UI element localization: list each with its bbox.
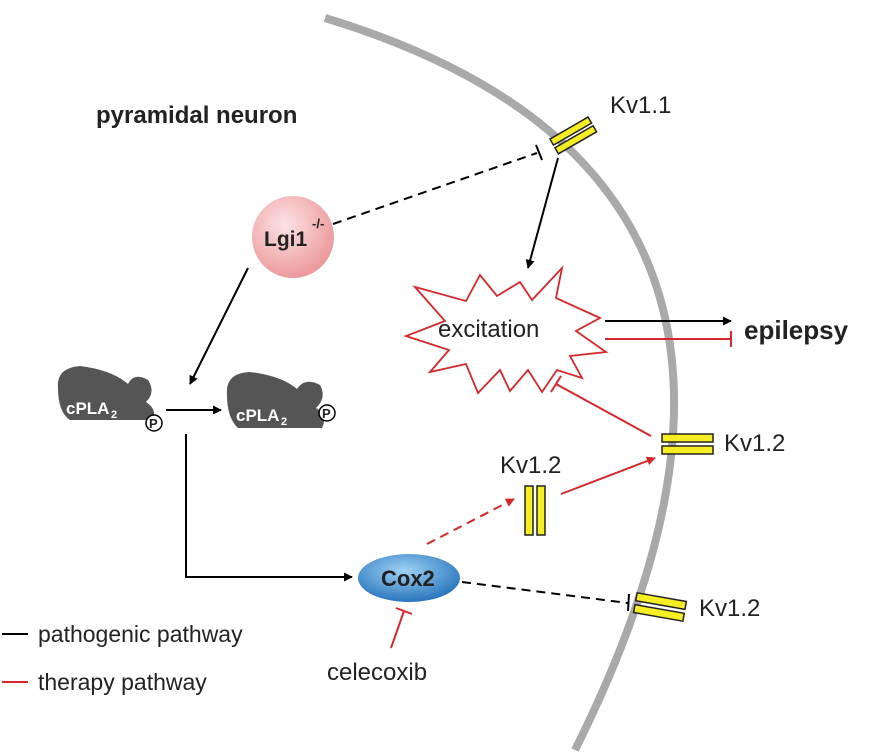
celecoxib-inhibit-cox2 <box>390 610 405 649</box>
legend-pathogenic-label: pathogenic pathway <box>38 621 243 647</box>
kv12-bottom-inhibit-bar <box>627 593 630 612</box>
lgi1-kv11-dashed-link <box>332 152 538 225</box>
celecoxib-label: celecoxib <box>327 659 427 686</box>
lgi1-node <box>252 196 334 278</box>
cpla2-left-subscript: 2 <box>111 409 117 421</box>
kv12-trafficking-arrow <box>560 456 656 495</box>
epilepsy-label: epilepsy <box>744 315 849 345</box>
lgi1-to-cpla2-arrow <box>189 267 249 385</box>
cpla2-right-phospho: P <box>322 406 331 421</box>
kv11-label: Kv1.1 <box>610 92 671 119</box>
cox2-kv12-dashed-link <box>461 581 629 604</box>
kv11-to-excitation-arrow <box>525 157 559 269</box>
cell-title: pyramidal neuron <box>96 102 297 129</box>
cpla2-left-label: cPLA <box>66 399 109 418</box>
kv12-mid-label: Kv1.2 <box>724 430 785 457</box>
cox2-label: Cox2 <box>381 566 435 591</box>
kv12-mid-channel <box>661 433 714 455</box>
cpla2-to-cox2-arrow <box>185 434 353 582</box>
kv12-bottom-channel <box>632 591 688 623</box>
kv11-channel <box>548 116 598 155</box>
lgi1-label: Lgi1 <box>264 228 307 251</box>
cpla2-right-subscript: 2 <box>281 416 287 428</box>
kv12-top-channel <box>524 485 546 536</box>
kv12-bottom-label: Kv1.2 <box>699 595 760 622</box>
cpla2-right-label: cPLA <box>236 406 279 425</box>
cpla2-left: cPLA 2 P <box>57 366 163 432</box>
cpla2-left-phospho: P <box>149 416 158 431</box>
celecoxib-inhibit-bar <box>395 607 413 615</box>
lgi1-superscript: -/- <box>312 216 324 231</box>
kv12-inhibit-excitation-bar <box>550 375 562 393</box>
legend-therapy-label: therapy pathway <box>38 669 207 695</box>
cell-membrane <box>323 14 678 752</box>
cpla2-right: cPLA 2 P <box>226 372 336 428</box>
cox2-node <box>358 554 460 602</box>
kv12-inhibit-excitation <box>555 383 652 437</box>
kv11-inhibit-bar <box>535 144 543 161</box>
cox2-to-kv12-dashed-arrow <box>426 498 515 545</box>
excitation-label: excitation <box>438 316 539 343</box>
excitation-burst <box>403 265 609 395</box>
kv12-top-label: Kv1.2 <box>500 452 561 479</box>
